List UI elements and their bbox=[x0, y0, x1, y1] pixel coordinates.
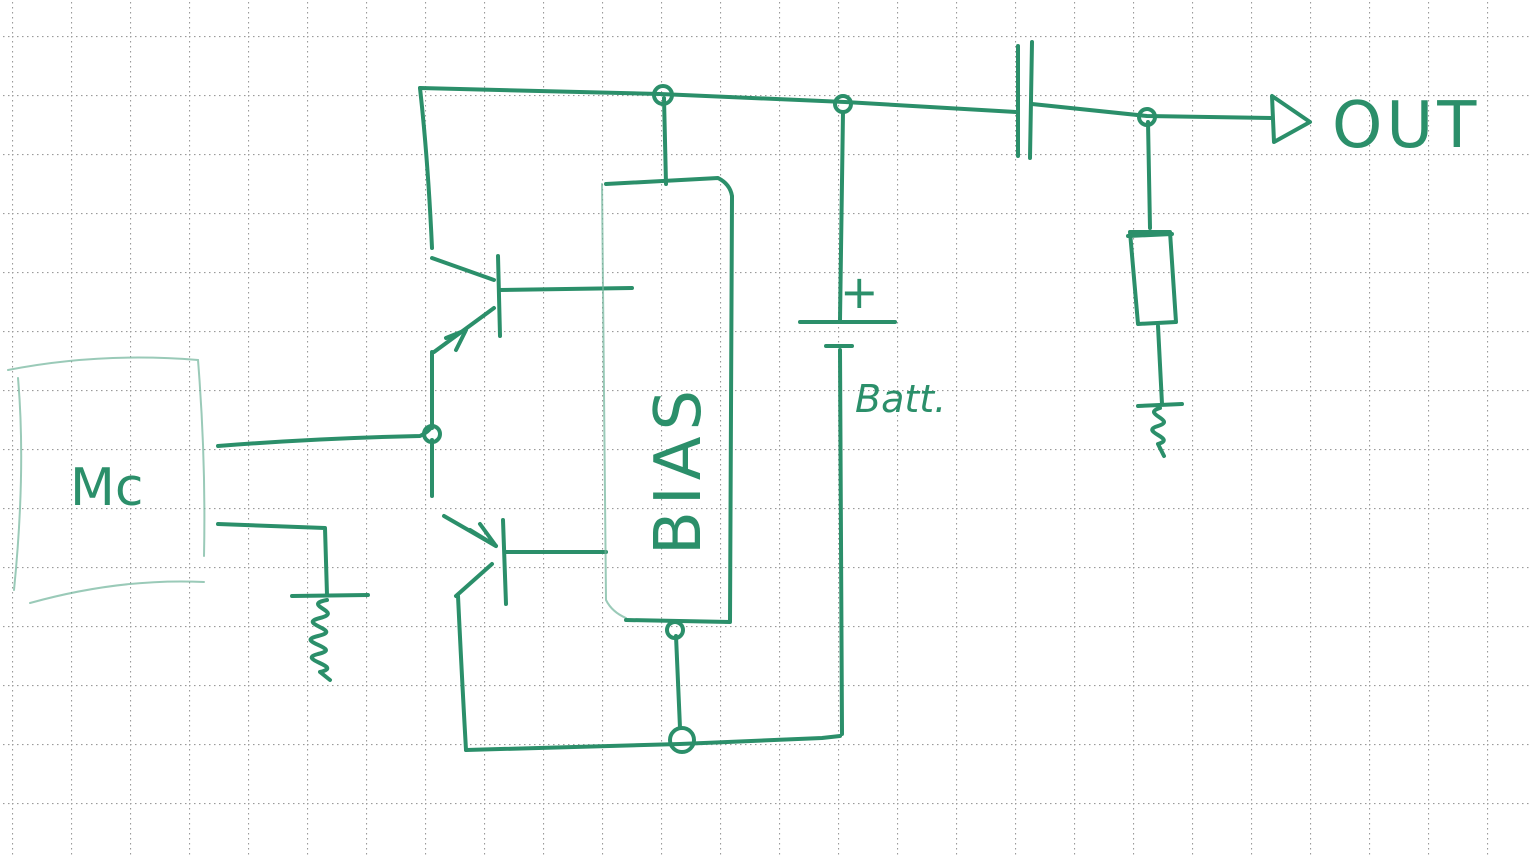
bias-block: BIAS bbox=[601, 96, 734, 730]
output-capacitor bbox=[1016, 40, 1274, 160]
bias-label: BIAS bbox=[642, 384, 716, 555]
mic-signal-wire bbox=[216, 422, 434, 448]
output-terminal: OUT bbox=[1270, 89, 1480, 163]
lower-transistor bbox=[430, 438, 608, 752]
top-rail bbox=[418, 86, 1018, 114]
bottom-rail bbox=[464, 734, 842, 752]
load-ground-symbol bbox=[1136, 402, 1184, 458]
battery-plus-sign: + bbox=[840, 265, 879, 319]
upper-transistor bbox=[430, 254, 634, 430]
mic-ground-wire bbox=[216, 522, 329, 597]
mic-ground-symbol bbox=[290, 593, 370, 682]
left-rail bbox=[418, 86, 434, 250]
mic-label: Mc bbox=[70, 458, 143, 518]
output-label: OUT bbox=[1332, 89, 1480, 163]
battery: + Batt. bbox=[798, 110, 946, 736]
battery-label: Batt. bbox=[855, 377, 946, 421]
microphone: Mc bbox=[7, 356, 206, 604]
load-resistor bbox=[1126, 120, 1178, 406]
